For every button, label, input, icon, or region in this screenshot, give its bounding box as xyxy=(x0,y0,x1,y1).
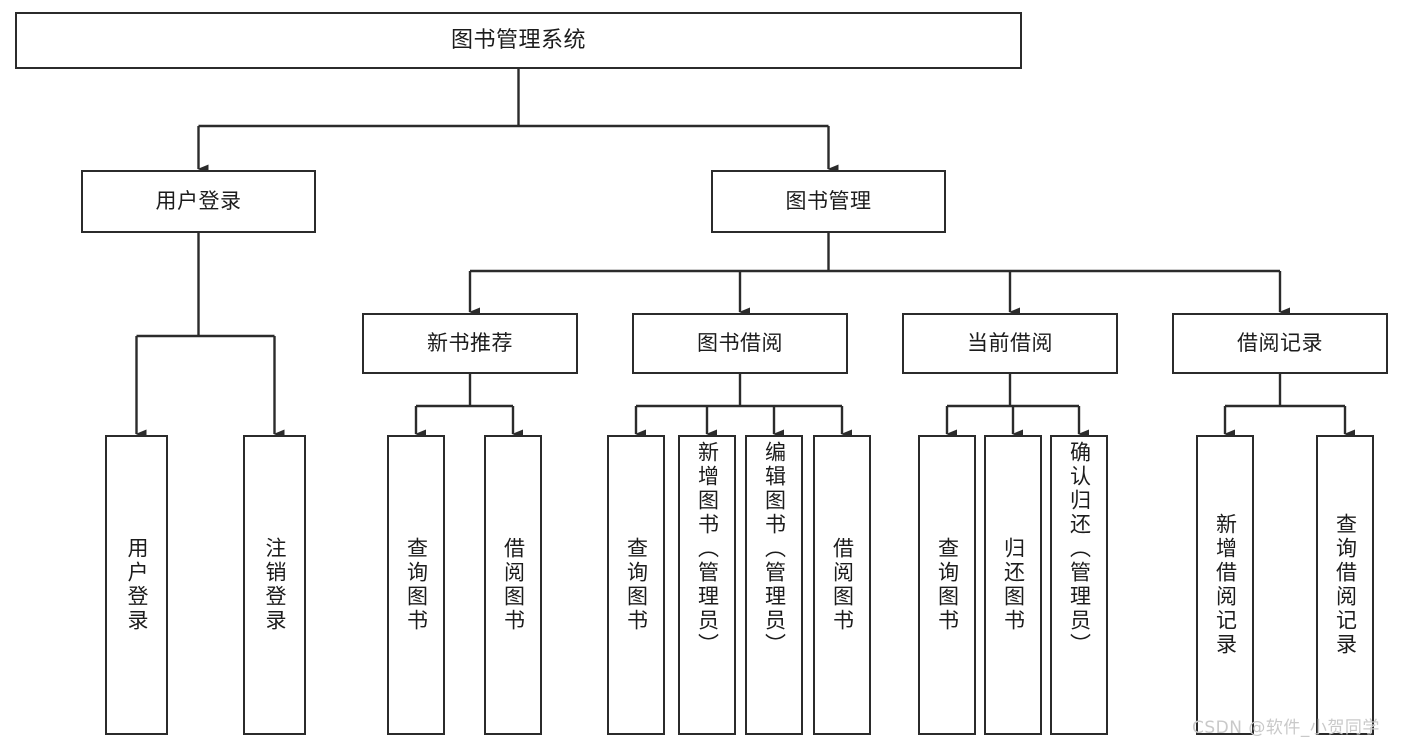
node-label: 查询借阅记录 xyxy=(1333,513,1358,657)
node-label: 图书借阅 xyxy=(697,331,783,356)
node-leaf-logout[interactable]: 注销登录 xyxy=(243,435,306,735)
node-label: 用户登录 xyxy=(155,189,242,214)
node-label: 图书管理 xyxy=(785,189,872,214)
node-label: 图书管理系统 xyxy=(450,27,586,53)
edge-group xyxy=(135,69,1355,439)
node-leaf-query-book-3[interactable]: 查询图书 xyxy=(918,435,976,735)
node-label: 查询图书 xyxy=(404,537,429,633)
node-leaf-query-book-1[interactable]: 查询图书 xyxy=(387,435,445,735)
node-label: 注销登录 xyxy=(263,537,287,633)
node-label: 借阅记录 xyxy=(1237,331,1323,356)
node-label: 用户登录 xyxy=(125,537,149,633)
node-leaf-edit-book[interactable]: 编辑图书（管理员） xyxy=(745,435,803,735)
node-label: 归还图书 xyxy=(1001,537,1026,633)
node-label: 新增借阅记录 xyxy=(1213,513,1238,657)
node-label: 确认归还（管理员） xyxy=(1067,441,1092,657)
node-leaf-add-record[interactable]: 新增借阅记录 xyxy=(1196,435,1254,735)
node-user-login[interactable]: 用户登录 xyxy=(81,170,316,233)
node-leaf-return-book[interactable]: 归还图书 xyxy=(984,435,1042,735)
node-leaf-confirm-return[interactable]: 确认归还（管理员） xyxy=(1050,435,1108,735)
node-label: 借阅图书 xyxy=(830,537,855,633)
node-leaf-query-book-2[interactable]: 查询图书 xyxy=(607,435,665,735)
node-book-borrow[interactable]: 图书借阅 xyxy=(632,313,848,374)
node-label: 编辑图书（管理员） xyxy=(762,441,787,657)
node-borrow-record[interactable]: 借阅记录 xyxy=(1172,313,1388,374)
node-label: 查询图书 xyxy=(935,537,960,633)
node-label: 新增图书（管理员） xyxy=(695,441,720,657)
node-root[interactable]: 图书管理系统 xyxy=(15,12,1022,69)
node-label: 借阅图书 xyxy=(501,537,526,633)
node-new-book-recommend[interactable]: 新书推荐 xyxy=(362,313,578,374)
node-label: 查询图书 xyxy=(624,537,649,633)
node-label: 当前借阅 xyxy=(967,331,1053,356)
node-leaf-borrow-book-1[interactable]: 借阅图书 xyxy=(484,435,542,735)
node-leaf-add-book[interactable]: 新增图书（管理员） xyxy=(678,435,736,735)
node-leaf-user-login[interactable]: 用户登录 xyxy=(105,435,168,735)
node-leaf-query-record[interactable]: 查询借阅记录 xyxy=(1316,435,1374,735)
node-leaf-borrow-book-2[interactable]: 借阅图书 xyxy=(813,435,871,735)
node-current-borrow[interactable]: 当前借阅 xyxy=(902,313,1118,374)
node-book-management[interactable]: 图书管理 xyxy=(711,170,946,233)
csdn-watermark: CSDN @软件_小贺同学 xyxy=(1192,718,1380,738)
node-label: 新书推荐 xyxy=(427,331,513,356)
